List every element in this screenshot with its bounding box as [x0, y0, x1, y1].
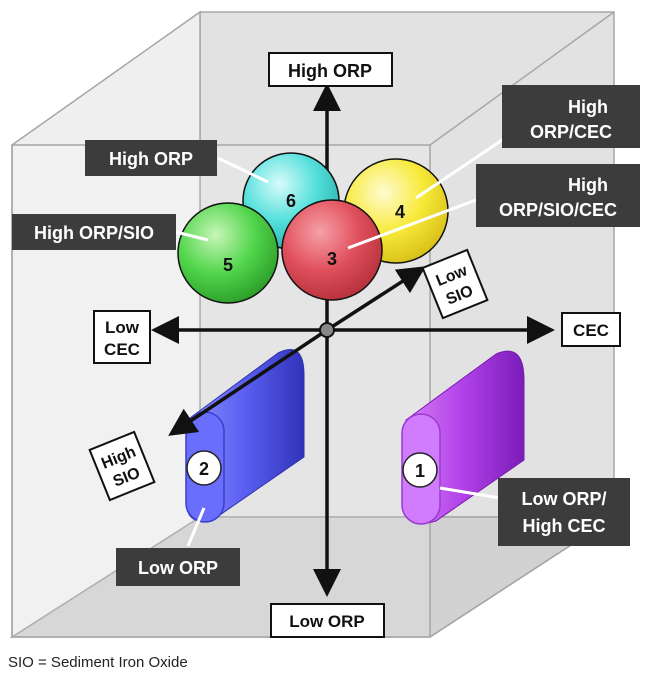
- caption: SIO = Sediment Iron Oxide: [8, 654, 188, 671]
- leader-line-zone-5: [175, 230, 209, 242]
- axis-label-cec: CEC: [561, 312, 621, 347]
- axis-origin: [319, 322, 335, 338]
- diagonal-axis-high-sio: [168, 328, 328, 436]
- svg-text:High ORP: High ORP: [109, 149, 193, 169]
- leader-line-zone-3: [347, 198, 477, 250]
- svg-text:ORP/SIO/CEC: ORP/SIO/CEC: [499, 200, 617, 220]
- axis-label-high-sio: High SIO: [88, 430, 156, 502]
- zone-2-label: Low ORP: [116, 548, 240, 586]
- leader-lines: [175, 126, 521, 547]
- svg-text:High: High: [568, 97, 608, 117]
- zone-3-number: 3: [327, 249, 337, 269]
- svg-text:Low ORP/: Low ORP/: [522, 489, 607, 509]
- zone-3-label: High ORP/SIO/CEC: [476, 164, 640, 227]
- svg-text:High ORP: High ORP: [288, 61, 372, 81]
- zone-6-number: 6: [286, 191, 296, 211]
- zone-2-badge: 2: [186, 450, 222, 486]
- zone-1-label: Low ORP/ High CEC: [498, 478, 630, 546]
- svg-text:Low ORP: Low ORP: [138, 558, 218, 578]
- svg-text:Low: Low: [105, 318, 140, 337]
- zone-6-label: High ORP: [85, 140, 217, 176]
- zone-1-badge: 1: [402, 452, 438, 488]
- svg-text:CEC: CEC: [104, 340, 140, 359]
- svg-text:Low ORP: Low ORP: [289, 612, 365, 631]
- zone-5-number: 5: [223, 255, 233, 275]
- zone-3-sphere: 3: [281, 199, 383, 301]
- diagonal-axis-low-sio: [326, 266, 426, 332]
- svg-text:High CEC: High CEC: [523, 516, 606, 536]
- svg-text:ORP/CEC: ORP/CEC: [530, 122, 612, 142]
- axis-label-low-cec: Low CEC: [93, 310, 151, 364]
- cube-edge: [429, 11, 615, 146]
- axis-label-high-orp: High ORP: [268, 52, 393, 87]
- svg-text:High: High: [568, 175, 608, 195]
- zone-2-number: 2: [199, 459, 209, 479]
- zone-5-sphere: 5: [177, 202, 279, 304]
- zone-1-number: 1: [415, 461, 425, 481]
- axis-label-low-sio: Low SIO: [421, 248, 489, 320]
- zone-4-number: 4: [395, 202, 405, 222]
- axis-label-low-orp: Low ORP: [270, 603, 385, 638]
- zone-5-label: High ORP/SIO: [12, 214, 176, 250]
- leader-line-zone-2: [186, 507, 206, 547]
- svg-text:CEC: CEC: [573, 321, 609, 340]
- leader-line-zone-1: [439, 486, 501, 500]
- zone-4-label: High ORP/CEC: [502, 85, 640, 148]
- leader-line-zone-6: [217, 156, 269, 184]
- svg-text:High ORP/SIO: High ORP/SIO: [34, 223, 154, 243]
